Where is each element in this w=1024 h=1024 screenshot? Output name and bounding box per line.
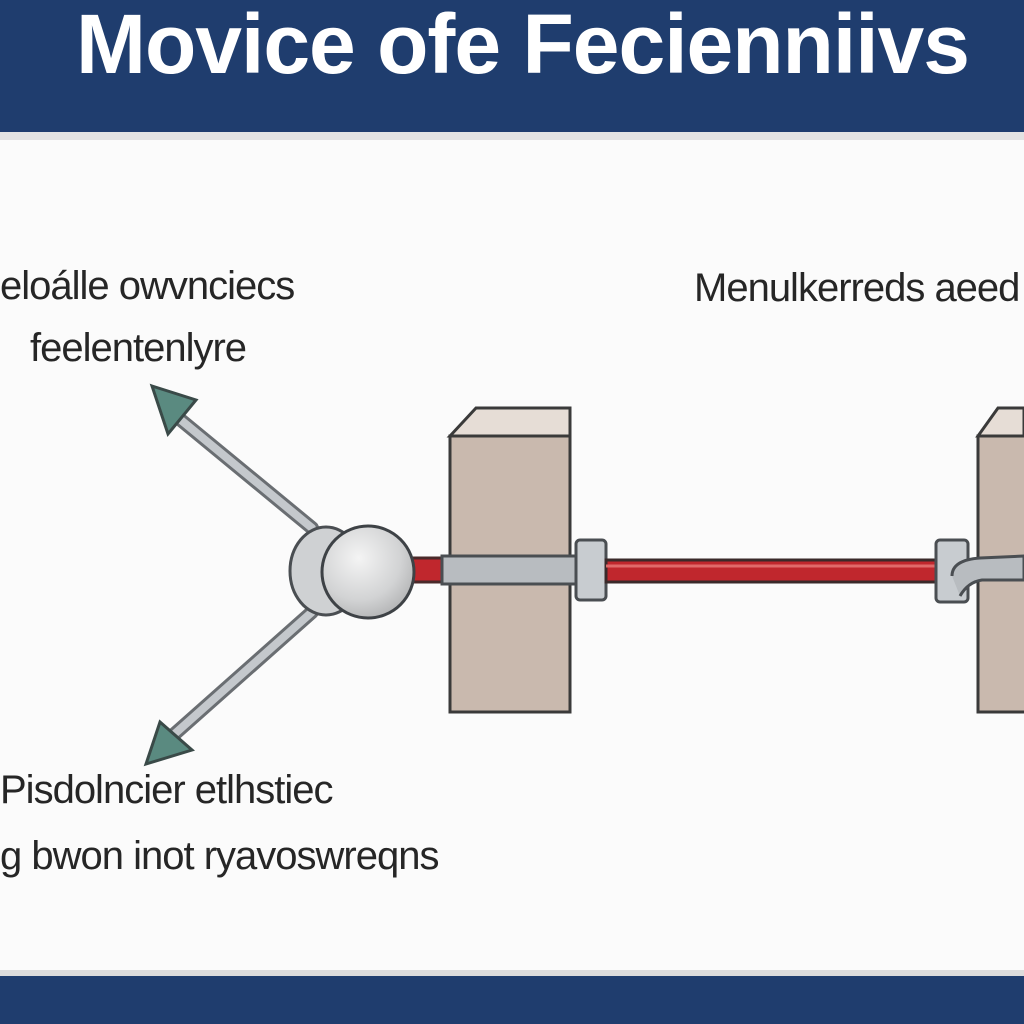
footer-bar [0,976,1024,1024]
page-title: Movice ofe Fecienniivs [76,0,970,91]
title-banner-underline [0,132,1024,140]
label-bottom-left-line2: g bwon inot ryavoswreqns [0,834,439,878]
label-top-left-line1: eloálle owvnciecs [0,264,295,308]
gray-rod-left [440,554,584,586]
sphere [320,524,416,620]
footer-rule [0,970,1024,976]
title-banner [0,0,1024,132]
arrow-head-down [143,719,196,767]
upper-left-arrow [149,383,319,535]
label-top-right: Menulkerreds aeed [694,266,1020,310]
right-collar [934,538,1024,604]
lower-left-arrow [143,605,319,767]
arrow-head-up [149,383,199,438]
label-bottom-left-line1: Pisdolncier etlhstiec [0,768,333,812]
red-rod [604,558,940,584]
left-collar [574,538,608,602]
label-top-left-line2: feelentenlyre [30,326,247,370]
